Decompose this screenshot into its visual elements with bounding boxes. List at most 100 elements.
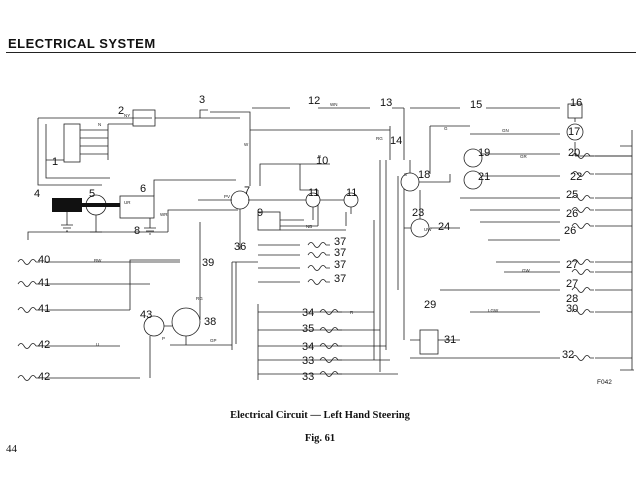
wire-code-U: U [96, 342, 99, 347]
center-bus [250, 126, 411, 186]
component-number-31: 31 [444, 334, 456, 346]
component-number-37: 37 [334, 236, 346, 248]
component-number-36: 36 [234, 241, 246, 253]
wire-code-NB: NB [306, 224, 312, 229]
wire-code-G: G [444, 126, 448, 131]
component-16-box [567, 103, 583, 119]
right-lamp-runs [410, 146, 634, 371]
lamp-symbol [571, 355, 594, 361]
left-control-cluster [27, 109, 240, 240]
component-number-11: 11 [346, 187, 357, 199]
lower-center-wiring [257, 304, 398, 380]
component-number-18: 18 [418, 169, 430, 181]
component-number-28: 28 [566, 293, 578, 305]
wire-code-LGW: LGW [488, 308, 499, 313]
figure-reference-code: F042 [597, 379, 612, 386]
component-number-7: 7 [244, 185, 250, 197]
center-switches [198, 164, 359, 250]
component-number-5: 5 [89, 188, 95, 200]
component-number-2: 2 [118, 105, 124, 117]
lamp-symbol [17, 343, 40, 349]
wire-code-P: P [162, 336, 165, 341]
component-number-12: 12 [308, 95, 320, 107]
component-20-lamp [463, 148, 483, 168]
component-11-wiring [312, 199, 352, 220]
component-number-10: 10 [316, 155, 328, 167]
component-number-34: 34 [302, 341, 314, 353]
component-number-23: 23 [412, 207, 424, 219]
lamp-symbol [17, 259, 40, 265]
component-number-37: 37 [334, 259, 346, 271]
lamp-symbol [307, 252, 330, 258]
figure-number: Fig. 61 [304, 433, 336, 444]
component-number-26: 26 [564, 225, 576, 237]
component-number-33: 33 [302, 371, 314, 383]
component-number-13: 13 [380, 97, 392, 109]
lamp-symbol [571, 171, 594, 177]
component-number-26: 26 [566, 208, 578, 220]
component-number-3: 3 [199, 94, 205, 106]
component-number-21: 21 [478, 171, 490, 183]
wire-code-GP: GP [210, 338, 217, 343]
lamp-symbol [571, 259, 594, 265]
figure-caption: Electrical Circuit — Left Hand Steering [230, 410, 410, 421]
component-number-33: 33 [302, 355, 314, 367]
component-22-lamp [463, 170, 483, 190]
component-number-14: 14 [390, 135, 402, 147]
component-number-43: 43 [140, 309, 152, 321]
wire-code-R: R [350, 310, 354, 315]
lower-left-wiring [44, 222, 232, 379]
lamp-symbol [307, 265, 330, 271]
wire-code-B: B [318, 154, 321, 159]
wire-code-N: N [98, 122, 101, 127]
wire-code-WR: WR [160, 212, 168, 217]
component-number-11: 11 [308, 187, 319, 199]
component-9-box [257, 211, 281, 231]
component-number-41: 41 [38, 303, 50, 315]
wire-code-WN: WN [330, 102, 338, 107]
lower-left-cluster [44, 222, 398, 380]
top-wiring [210, 107, 633, 372]
component-number-25: 25 [566, 189, 578, 201]
right-cluster [400, 103, 584, 238]
lamp-symbol [571, 287, 594, 293]
lamp-grounds [595, 155, 632, 359]
left-wiring [37, 109, 240, 186]
top-bus [210, 107, 576, 186]
component-number-16: 16 [570, 97, 582, 109]
right-upper-bus [429, 125, 633, 177]
center-lower-wiring [231, 244, 300, 350]
component-number-32: 32 [562, 349, 574, 361]
component-number-1: 1 [52, 156, 58, 168]
component-number-30: 30 [566, 303, 578, 315]
wire-code-RW: RW [94, 258, 102, 263]
wire-code-S: S [404, 172, 407, 177]
component-number-42: 42 [38, 371, 50, 383]
component-number-39: 39 [202, 257, 214, 269]
component-31-box [419, 329, 439, 355]
component-number-20: 20 [568, 147, 580, 159]
page-number: 44 [6, 443, 17, 455]
lamp-symbol [571, 153, 594, 159]
lamp-symbol [571, 207, 594, 213]
section-header: ELECTRICAL SYSTEM [8, 36, 156, 51]
lamp-symbol [17, 281, 40, 287]
component-number-4: 4 [34, 188, 40, 200]
lamp-symbol [571, 309, 594, 315]
wire-code-UR: UR [124, 200, 131, 205]
component-number-37: 37 [334, 273, 346, 285]
component-number-29: 29 [424, 299, 436, 311]
component-number-37: 37 [334, 247, 346, 259]
right-ground-bus [620, 146, 634, 371]
left-feed [27, 179, 238, 240]
component-number-22: 22 [570, 171, 582, 183]
component-number-35: 35 [302, 323, 314, 335]
wire-code-NY: NY [124, 113, 130, 118]
lamp-symbol [307, 279, 330, 285]
right-cluster-wiring [404, 174, 460, 229]
center-switch-wiring [198, 164, 347, 250]
header-rule [6, 52, 636, 53]
component-number-41: 41 [38, 277, 50, 289]
